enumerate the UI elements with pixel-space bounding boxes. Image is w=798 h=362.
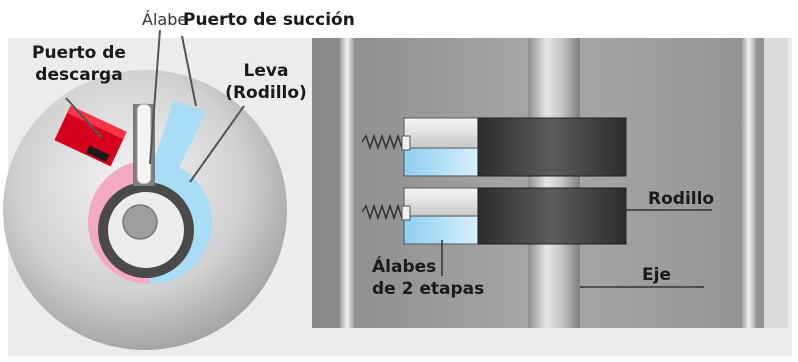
suction-port bbox=[152, 100, 206, 178]
eccentric-shaft bbox=[122, 204, 158, 240]
discharge-port-leader bbox=[65, 97, 103, 139]
left-rail bbox=[340, 38, 354, 328]
suction-port-leader bbox=[181, 35, 197, 107]
upper-vane-body bbox=[403, 117, 481, 149]
lower-roller bbox=[477, 187, 627, 245]
right-rail bbox=[742, 38, 756, 328]
vane-label: Álabe bbox=[142, 10, 188, 29]
discharge-port-label-line1: Puerto de bbox=[32, 43, 126, 63]
cam-label-line2: (Rodillo) bbox=[225, 83, 307, 103]
lower-vane-suction bbox=[403, 215, 481, 245]
roller-label: Rodillo bbox=[648, 189, 715, 209]
right-edge bbox=[764, 38, 788, 328]
cam-label: Leva (Rodillo) bbox=[216, 60, 316, 104]
cam-leader bbox=[189, 105, 245, 183]
vanes-label-line1: Álabes bbox=[372, 257, 437, 277]
lower-stage bbox=[361, 187, 627, 245]
discharge-port-label-line2: descarga bbox=[35, 65, 123, 85]
lower-vane-body bbox=[403, 187, 481, 217]
upper-roller bbox=[477, 117, 627, 177]
vanes-label: Álabes de 2 etapas bbox=[372, 256, 484, 300]
shaft bbox=[528, 38, 580, 328]
lower-spring-cap bbox=[401, 205, 411, 221]
vane bbox=[136, 103, 152, 185]
discharge-port-label: Puerto de descarga bbox=[24, 42, 134, 86]
upper-vane-suction bbox=[403, 147, 481, 177]
cross-section-view bbox=[3, 29, 287, 350]
suction-port-label: Puerto de succión bbox=[183, 10, 355, 30]
upper-stage bbox=[361, 117, 627, 177]
vanes-label-line2: de 2 etapas bbox=[372, 279, 485, 299]
discharge-port bbox=[54, 105, 127, 167]
cam-label-line1: Leva bbox=[243, 61, 289, 81]
shaft-label: Eje bbox=[642, 265, 671, 285]
lower-spring bbox=[361, 203, 407, 221]
upper-spring-cap bbox=[401, 135, 411, 151]
upper-spring bbox=[361, 133, 407, 151]
vane-leader bbox=[149, 29, 161, 165]
side-view bbox=[312, 38, 788, 328]
